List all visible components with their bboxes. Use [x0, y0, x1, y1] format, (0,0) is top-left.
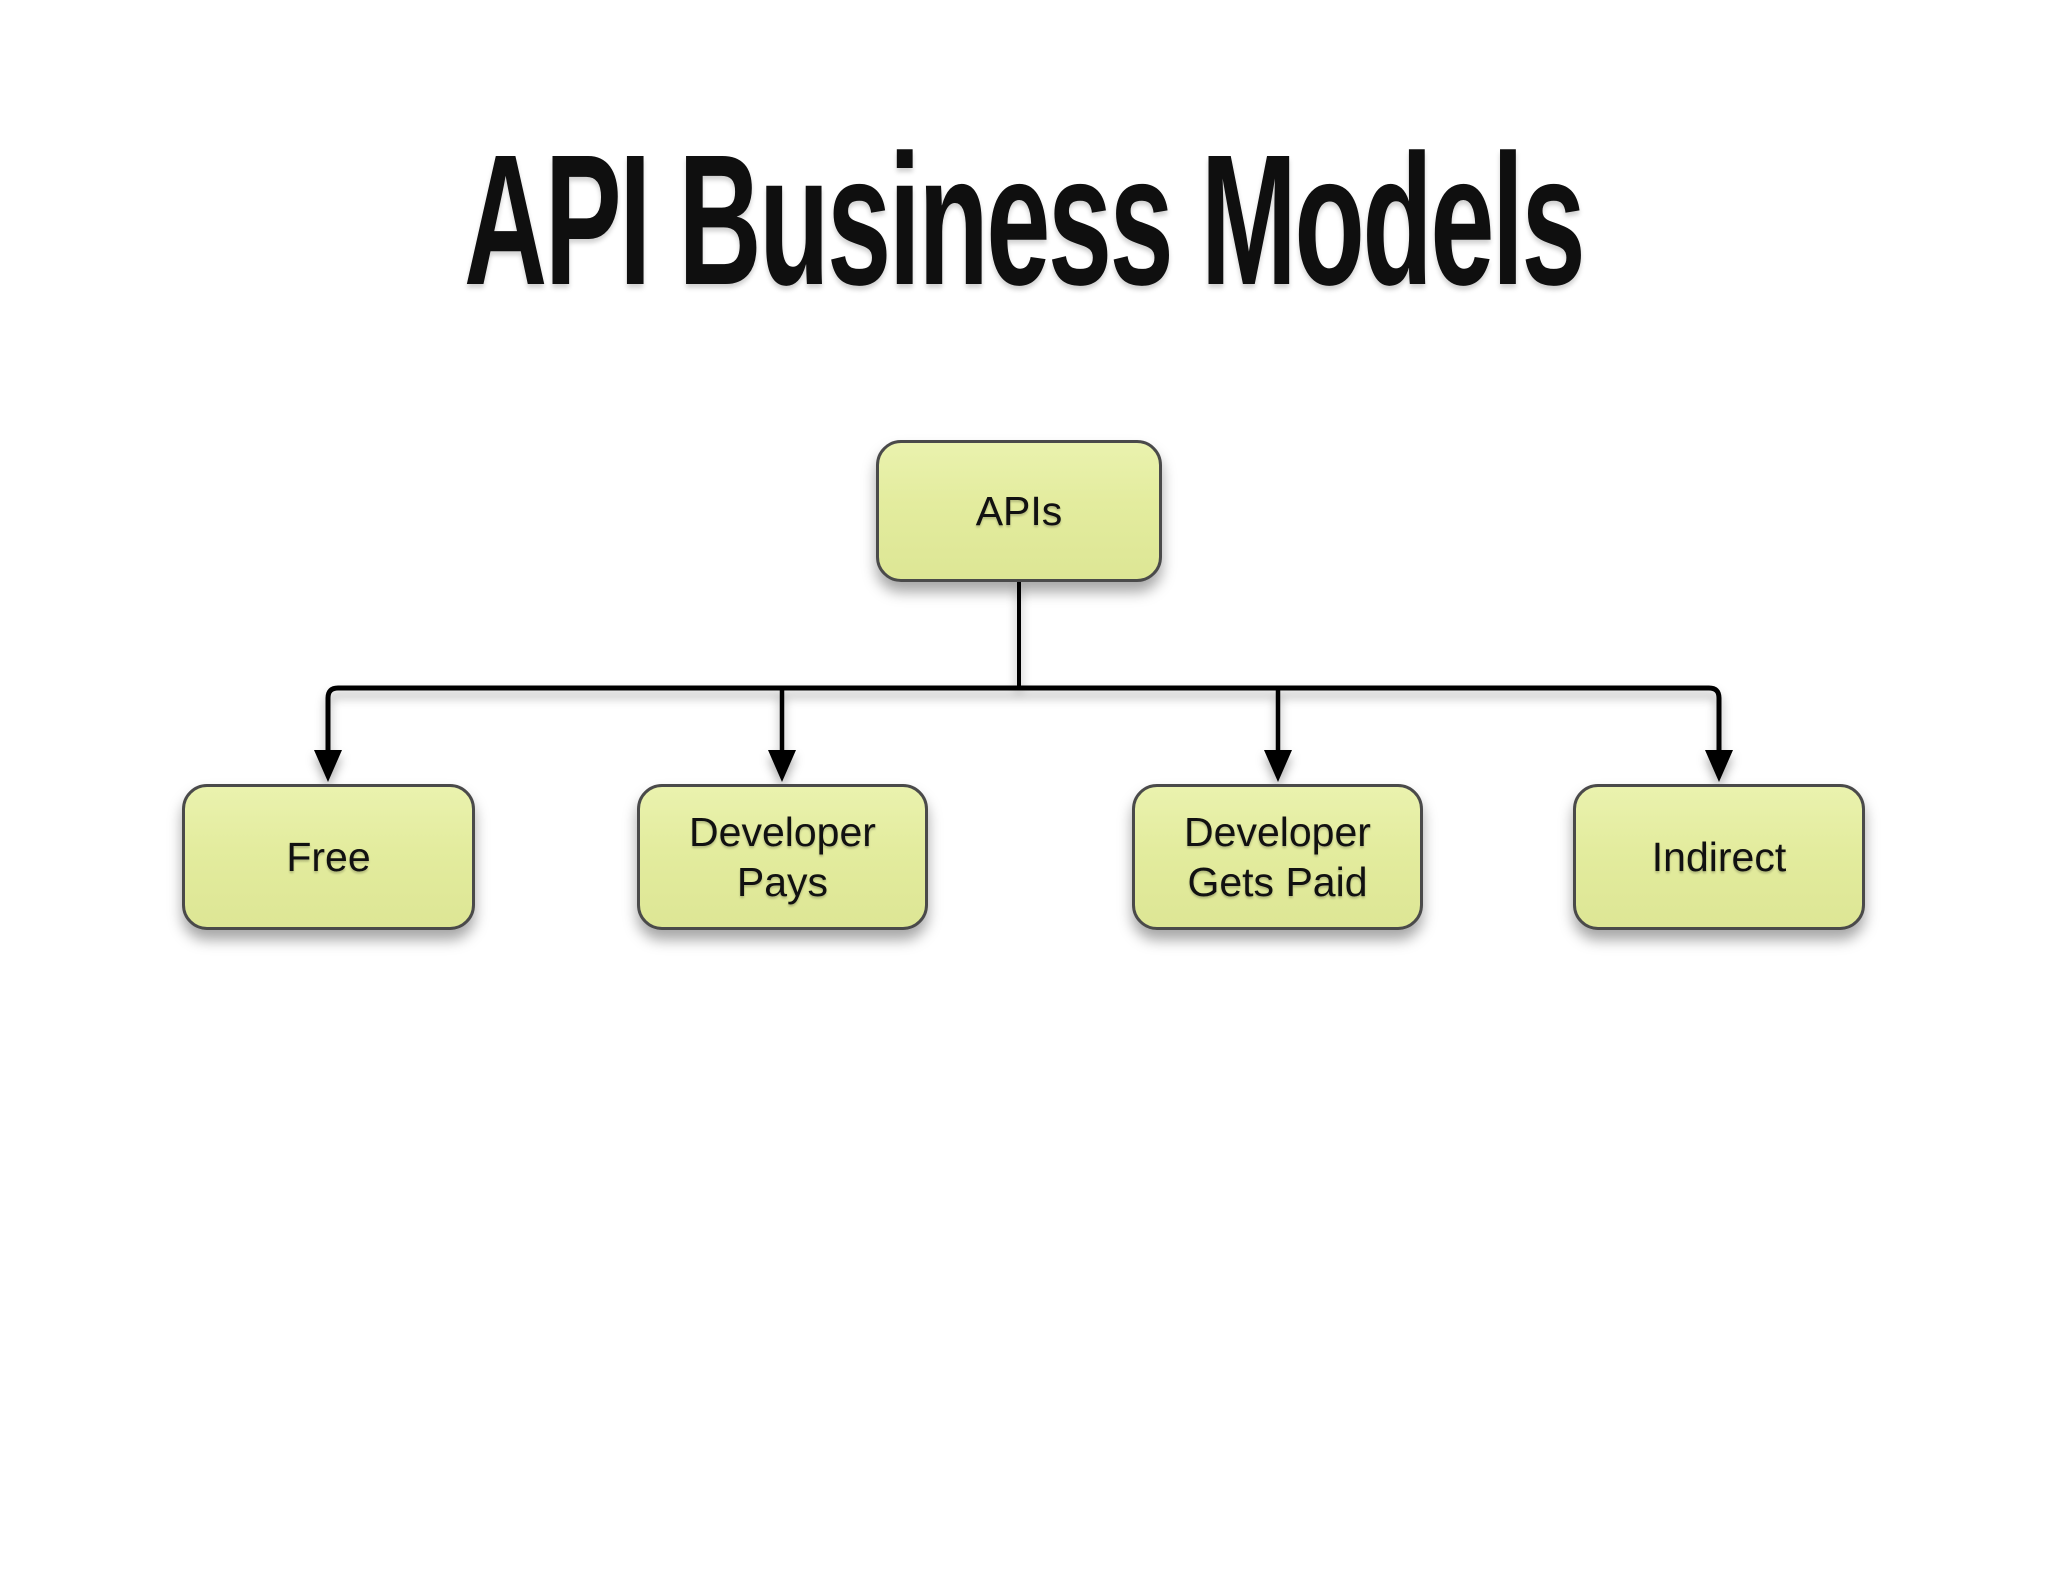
page-title: API Business Models	[464, 117, 1586, 324]
node-apis: APIs	[876, 440, 1162, 582]
arrowhead-icon	[1705, 750, 1733, 782]
connector-bar	[325, 685, 1722, 753]
node-label: Indirect	[1651, 833, 1787, 880]
node-indirect: Indirect	[1573, 784, 1865, 930]
arrowhead-icon	[314, 750, 342, 782]
node-developer-pays: Developer Pays	[637, 784, 928, 930]
node-label: APIs	[975, 487, 1063, 534]
node-label: Free	[286, 833, 371, 880]
arrowhead-icon	[1264, 750, 1292, 782]
title-container: API Business Models	[0, 128, 2048, 314]
node-free: Free	[182, 784, 475, 930]
node-label: Developer Gets Paid	[1184, 808, 1371, 905]
node-label: Developer Pays	[689, 808, 876, 905]
arrowhead-icon	[768, 750, 796, 782]
node-developer-gets-paid: Developer Gets Paid	[1132, 784, 1423, 930]
